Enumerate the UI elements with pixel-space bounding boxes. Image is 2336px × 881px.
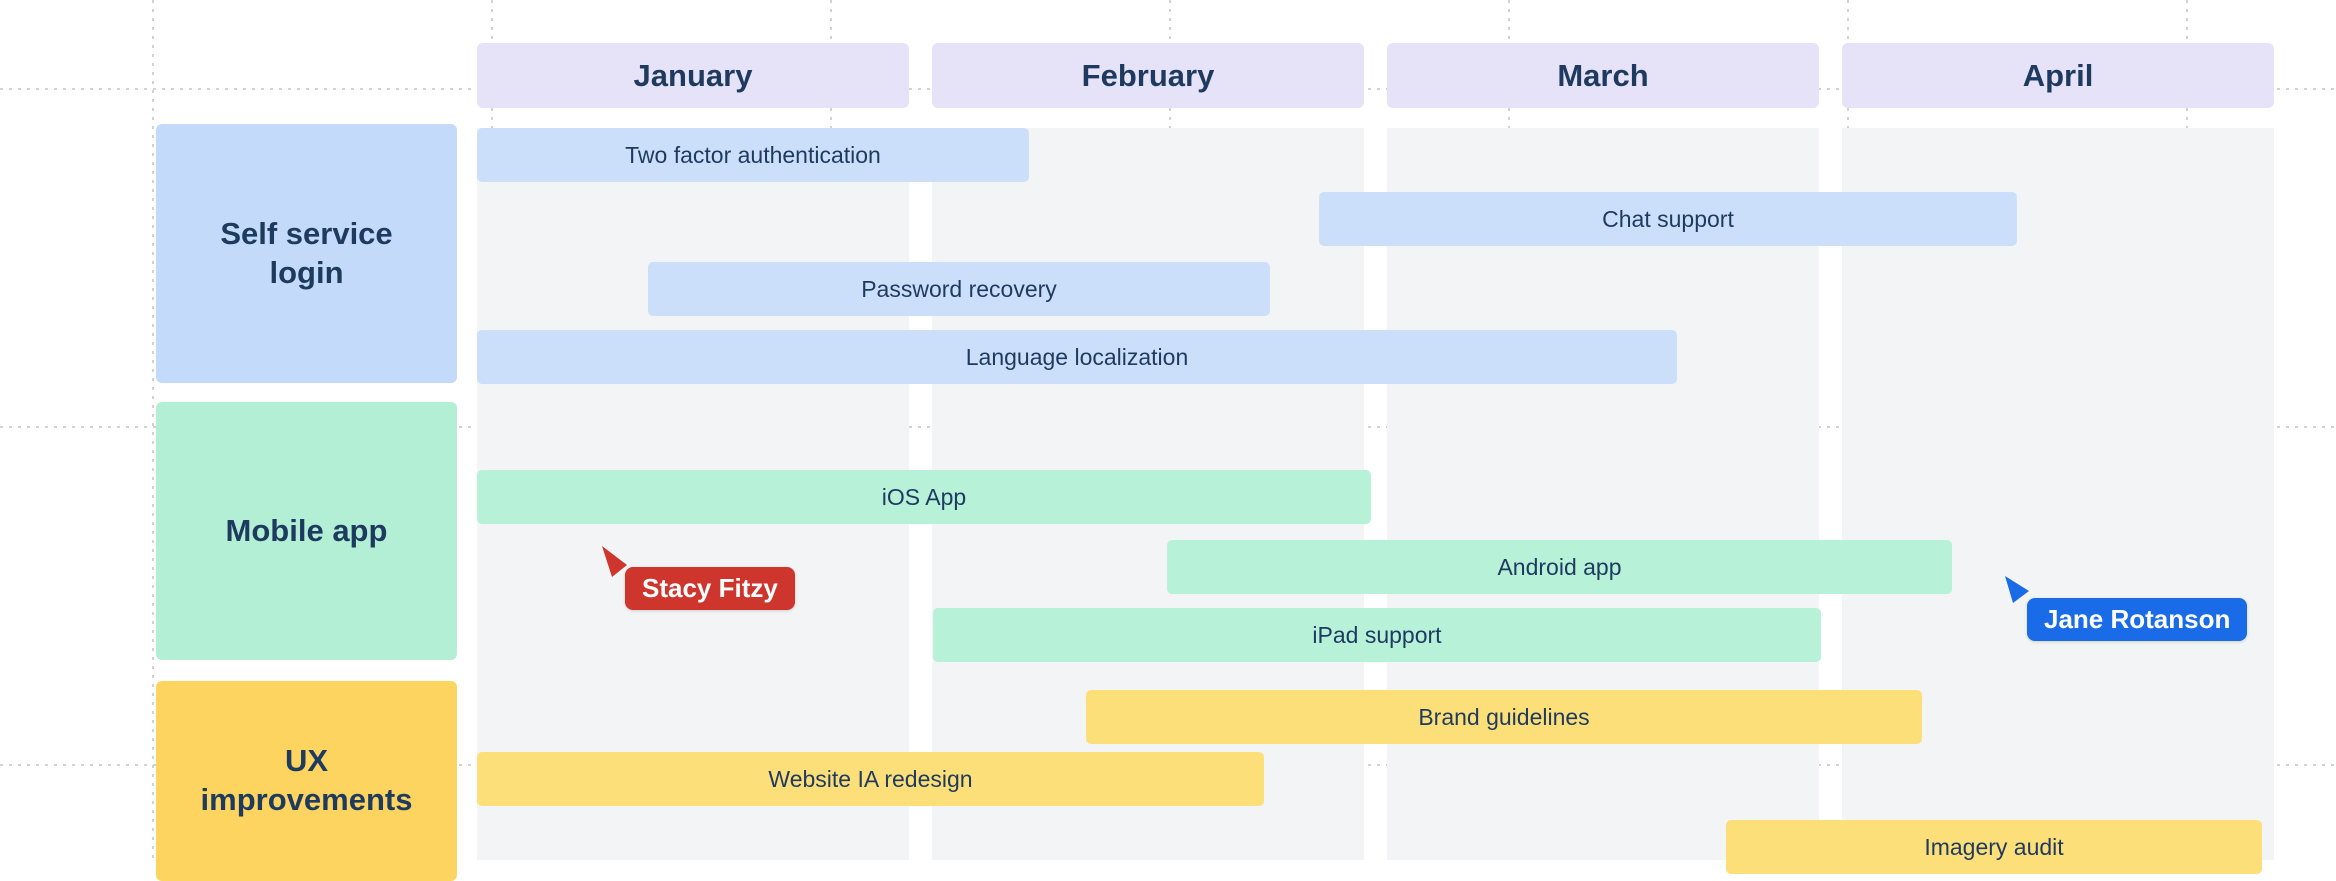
task-bar-label: Brand guidelines (1418, 703, 1590, 730)
cursor-name-label: Jane Rotanson (2044, 604, 2231, 634)
month-header-march[interactable]: March (1387, 43, 1819, 108)
task-bar-label: Language localization (965, 343, 1189, 370)
month-header-label: January (633, 57, 753, 93)
row-label-ux-improvements[interactable]: UX improvements (156, 681, 457, 881)
task-bar-language-localization[interactable]: Language localization (477, 330, 1677, 384)
task-bar-ipad-support[interactable]: iPad support (933, 608, 1821, 662)
month-header-label: March (1557, 57, 1649, 93)
task-bar-two-factor-authentication[interactable]: Two factor authentication (477, 128, 1029, 182)
task-bar-password-recovery[interactable]: Password recovery (648, 262, 1270, 316)
cursor-pointer-icon (2005, 576, 2029, 603)
grid-line-vertical (152, 0, 154, 860)
month-header-february[interactable]: February (932, 43, 1364, 108)
task-bar-android-app[interactable]: Android app (1167, 540, 1952, 594)
task-bar-label: iOS App (881, 483, 967, 510)
task-bar-label: Chat support (1602, 205, 1734, 232)
task-bar-ios-app[interactable]: iOS App (477, 470, 1371, 524)
row-label-text: Self service login (220, 215, 393, 290)
task-bar-label: Imagery audit (1924, 833, 2064, 860)
task-bar-imagery-audit[interactable]: Imagery audit (1726, 820, 2262, 874)
cursor-name-label: Stacy Fitzy (642, 573, 778, 603)
task-bar-label: Android app (1497, 553, 1622, 580)
month-header-label: April (2022, 57, 2094, 93)
row-label-text: UX improvements (200, 743, 413, 817)
task-bar-label: Website IA redesign (768, 765, 973, 792)
task-bar-chat-support[interactable]: Chat support (1319, 192, 2017, 246)
month-header-january[interactable]: January (477, 43, 909, 108)
month-header-april[interactable]: April (1842, 43, 2274, 108)
task-bar-label: iPad support (1312, 621, 1442, 648)
row-label-text: Mobile app (225, 512, 388, 548)
user-cursor-jane-rotanson: Jane Rotanson (2027, 598, 2248, 641)
task-bar-website-ia-redesign[interactable]: Website IA redesign (477, 752, 1264, 806)
cursor-pointer-icon (602, 546, 627, 577)
row-label-self-service-login[interactable]: Self service login (156, 124, 457, 383)
task-bar-label: Password recovery (861, 275, 1057, 302)
task-bar-brand-guidelines[interactable]: Brand guidelines (1086, 690, 1922, 744)
task-bar-label: Two factor authentication (625, 141, 881, 168)
user-cursor-stacy-fitzy: Stacy Fitzy (625, 567, 795, 610)
month-header-label: February (1081, 57, 1215, 93)
row-label-mobile-app[interactable]: Mobile app (156, 402, 457, 660)
